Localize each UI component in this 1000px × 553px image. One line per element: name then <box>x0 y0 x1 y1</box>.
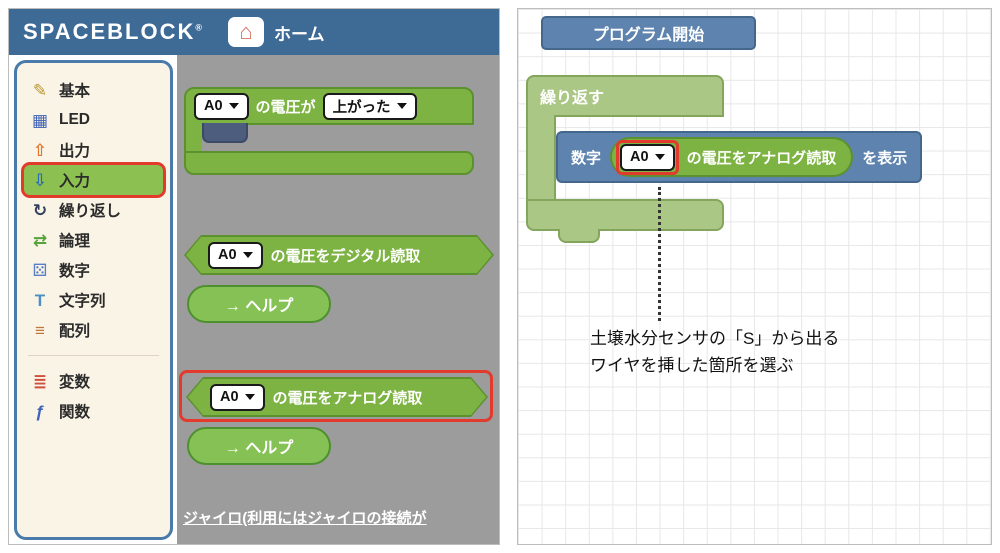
app-logo: SPACEBLOCK® <box>23 19 202 45</box>
program-canvas[interactable]: プログラム開始 繰り返す 数字 A0 の電圧をアナログ読取 を表示 <box>517 8 992 545</box>
sidebar-item-string[interactable]: T 文字列 <box>24 285 163 315</box>
sidebar-item-number[interactable]: ⚄ 数字 <box>24 255 163 285</box>
repeat-block-spine <box>526 115 556 201</box>
repeat-block-label: 繰り返す <box>540 90 605 107</box>
dropdown-caret-icon <box>243 252 253 258</box>
basic-icon: ✎ <box>32 80 48 100</box>
sidebar-item-label: 配列 <box>59 323 91 340</box>
annotation-line-1: 土壌水分センサの「S」から出る <box>590 329 840 348</box>
editor-body: ✎ 基本 ▦ LED ⇧ 出力 ⇩ 入力 <box>9 55 499 544</box>
spaceblock-window: SPACEBLOCK® ⌂ ホーム ✎ 基本 ▦ LED <box>8 8 500 545</box>
pin-dropdown-value: A0 <box>218 247 237 263</box>
sidebar-item-array[interactable]: ≡ 配列 <box>24 315 163 345</box>
home-icon: ⌂ <box>228 17 265 47</box>
sidebar-item-label: 入力 <box>59 173 91 190</box>
analog-read-value-block[interactable]: A0 の電圧をアナログ読取 <box>610 137 854 177</box>
sidebar-item-label: 出力 <box>59 143 91 160</box>
variable-icon: ≣ <box>32 371 48 391</box>
loop-icon: ↻ <box>32 200 48 220</box>
home-button[interactable]: ⌂ ホーム <box>228 17 325 47</box>
block-spine <box>184 123 202 151</box>
sidebar-item-logic[interactable]: ⇄ 論理 <box>24 225 163 255</box>
string-icon: T <box>34 290 46 310</box>
sidebar-item-output[interactable]: ⇧ 出力 <box>24 135 163 165</box>
array-icon: ≡ <box>35 320 45 340</box>
display-label: を表示 <box>862 149 908 167</box>
input-icon: ⇩ <box>32 170 48 190</box>
category-sidebar: ✎ 基本 ▦ LED ⇧ 出力 ⇩ 入力 <box>9 55 177 544</box>
digital-read-block[interactable]: A0 の電圧をデジタル読取 <box>184 235 494 275</box>
sidebar-item-label: 変数 <box>59 374 91 391</box>
sidebar-item-loop[interactable]: ↻ 繰り返し <box>24 195 163 225</box>
event-block-footer <box>184 151 474 175</box>
pin-dropdown-value: A0 <box>204 98 223 114</box>
statement-slot <box>184 123 474 151</box>
sidebar-item-input[interactable]: ⇩ 入力 <box>24 165 163 195</box>
sidebar-item-label: LED <box>59 111 90 128</box>
sidebar-item-label: 数字 <box>59 263 91 280</box>
callout-line <box>658 187 661 321</box>
help-button-analog[interactable]: → ヘルプ <box>187 427 331 465</box>
sidebar-item-led[interactable]: ▦ LED <box>24 105 163 135</box>
pin-dropdown[interactable]: A0 <box>620 143 675 171</box>
digital-read-block-body: A0 の電圧をデジタル読取 <box>186 237 492 273</box>
digital-read-text: の電圧をデジタル読取 <box>270 247 421 265</box>
direction-dropdown[interactable]: 上がった <box>322 92 417 120</box>
direction-dropdown-value: 上がった <box>332 99 391 116</box>
highlight-analog-block <box>179 370 493 422</box>
pin-dropdown-value: A0 <box>220 389 239 405</box>
dropdown-caret-icon <box>654 154 665 160</box>
statement-slot-tab <box>202 123 248 143</box>
sidebar-item-variable[interactable]: ≣ 変数 <box>24 366 163 396</box>
help-button-digital[interactable]: → ヘルプ <box>187 285 331 323</box>
event-block-text: の電圧が <box>255 98 316 116</box>
analog-read-text: の電圧をアナログ読取 <box>272 389 423 407</box>
block-palette: A0 の電圧が 上がった <box>177 55 499 544</box>
registered-mark: ® <box>195 22 203 33</box>
gyro-section-label: ジャイロ(利用にはジャイロの接続が <box>183 510 427 527</box>
sidebar-item-label: 論理 <box>59 233 91 250</box>
sidebar-item-label: 文字列 <box>59 293 106 310</box>
logo-text: SPACEBLOCK <box>23 19 196 44</box>
program-start-block[interactable]: プログラム開始 <box>541 16 756 50</box>
highlight-pin-dropdown: A0 <box>616 139 679 175</box>
analog-read-block-body: A0 の電圧をアナログ読取 <box>188 379 486 415</box>
annotation-text: 土壌水分センサの「S」から出る ワイヤを挿した箇所を選ぶ <box>590 325 839 379</box>
number-label: 数字 <box>571 149 602 167</box>
sidebar-item-function[interactable]: ƒ 関数 <box>24 396 163 426</box>
dropdown-caret-icon <box>245 394 255 400</box>
analog-read-block[interactable]: A0 の電圧をアナログ読取 <box>186 377 488 417</box>
sidebar-item-label: 基本 <box>59 83 91 100</box>
pin-dropdown[interactable]: A0 <box>194 92 249 120</box>
pin-dropdown-value: A0 <box>630 149 649 165</box>
annotation-line-2: ワイヤを挿した箇所を選ぶ <box>590 356 794 375</box>
sidebar-item-label: 繰り返し <box>59 203 122 220</box>
output-icon: ⇧ <box>32 140 48 160</box>
repeat-block-bottom-tab <box>558 229 600 243</box>
dropdown-caret-icon <box>396 103 407 109</box>
repeat-block-header: 繰り返す <box>526 75 724 117</box>
logic-icon: ⇄ <box>32 230 48 250</box>
sidebar-divider <box>28 355 159 356</box>
display-number-block[interactable]: 数字 A0 の電圧をアナログ読取 を表示 <box>556 131 923 183</box>
voltage-change-event-block[interactable]: A0 の電圧が 上がった <box>184 87 474 175</box>
number-icon: ⚄ <box>32 260 48 280</box>
pin-dropdown[interactable]: A0 <box>208 242 263 269</box>
led-icon: ▦ <box>31 110 49 130</box>
category-list: ✎ 基本 ▦ LED ⇧ 出力 ⇩ 入力 <box>14 60 173 540</box>
dropdown-caret-icon <box>228 103 239 109</box>
sidebar-item-basic[interactable]: ✎ 基本 <box>24 75 163 105</box>
sidebar-item-label: 関数 <box>59 404 91 421</box>
pin-dropdown[interactable]: A0 <box>210 384 265 411</box>
repeat-block-footer <box>526 199 724 231</box>
function-icon: ƒ <box>35 401 45 421</box>
event-block-header: A0 の電圧が 上がった <box>184 87 474 125</box>
app-header: SPACEBLOCK® ⌂ ホーム <box>9 9 499 55</box>
home-label: ホーム <box>274 24 325 44</box>
analog-read-text: の電圧をアナログ読取 <box>686 149 837 167</box>
